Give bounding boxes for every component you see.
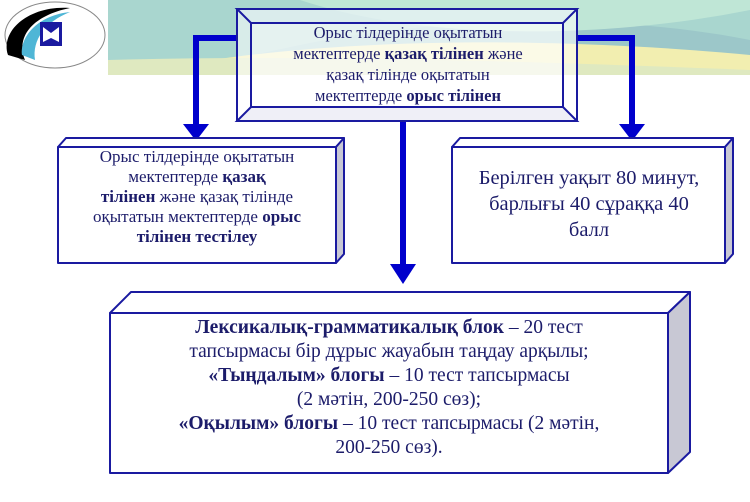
text-line: Орыс тілдерінде оқытатын <box>252 22 564 43</box>
text-line: барлығы 40 сұраққа 40 <box>454 191 724 217</box>
text-line: тілінен және қазақ тілінде <box>60 187 334 207</box>
arrowheads <box>183 124 645 284</box>
text-segment: мектептерде <box>128 167 223 186</box>
text-segment: (2 мәтін, 200-250 сөз); <box>296 389 482 410</box>
bold-segment: «Оқылым» блогы <box>178 413 339 434</box>
bold-segment: қазақ тілінен <box>384 44 484 63</box>
bold-segment: тілінен тестілеу <box>136 227 258 246</box>
text-line: Берілген уақыт 80 минут, <box>454 165 724 191</box>
text-line: (2 мәтін, 200-250 сөз); <box>112 388 666 412</box>
bold-segment: тілінен <box>100 187 156 206</box>
text-segment: Орыс тілдерінде оқытатын <box>99 147 295 166</box>
text-line: балл <box>454 217 724 243</box>
text-segment: және <box>483 44 523 63</box>
text-segment: Берілген уақыт 80 минут, <box>478 167 700 189</box>
text-line: тілінен тестілеу <box>60 227 334 247</box>
text-segment: – 10 тест тапсырмасы <box>384 365 570 386</box>
text-line: «Тыңдалым» блогы – 10 тест тапсырмасы <box>112 364 666 388</box>
text-line: Орыс тілдерінде оқытатын <box>60 147 334 167</box>
bold-segment: орыс <box>262 207 301 226</box>
right-box-frame <box>451 137 734 264</box>
text-segment: – 10 тест тапсырмасы (2 мәтін, <box>338 413 600 434</box>
text-segment: қазақ тілінде оқытатын <box>326 65 490 84</box>
text-segment: және қазақ тілінде <box>155 187 294 206</box>
bold-segment: қазақ <box>222 167 266 186</box>
text-segment: тапсырмасы бір дұрыс жауабын таңдау арқы… <box>189 341 589 362</box>
text-segment: балл <box>568 219 610 241</box>
text-segment: оқытатын мектептерде <box>92 207 263 226</box>
top-box-frame <box>234 8 580 122</box>
book-emblem-icon <box>4 1 106 69</box>
text-line: «Оқылым» блогы – 10 тест тапсырмасы (2 м… <box>112 412 666 436</box>
bold-segment: Лексикалық-грамматикалық блок <box>195 317 504 338</box>
bottom-box-frame <box>109 291 691 474</box>
bold-segment: «Тыңдалым» блогы <box>208 365 385 386</box>
text-segment: 200-250 сөз). <box>335 437 443 458</box>
text-line: қазақ тілінде оқытатын <box>252 64 564 85</box>
text-line: тапсырмасы бір дұрыс жауабын таңдау арқы… <box>112 340 666 364</box>
text-line: мектептерде орыс тілінен <box>252 85 564 106</box>
text-line: мектептерде қазақ <box>60 167 334 187</box>
text-line: 200-250 сөз). <box>112 436 666 460</box>
text-segment: мектептерде <box>293 44 385 63</box>
text-line: Лексикалық-грамматикалық блок – 20 тест <box>112 316 666 340</box>
text-segment: – 20 тест <box>504 317 583 338</box>
text-line: мектептерде қазақ тілінен және <box>252 43 564 64</box>
text-segment: Орыс тілдерінде оқытатын <box>313 23 503 42</box>
text-segment: барлығы 40 сұраққа 40 <box>489 193 689 215</box>
right-box-text: Берілген уақыт 80 минут, барлығы 40 сұрақ… <box>454 165 724 243</box>
text-segment: мектептерде <box>315 86 407 105</box>
connector-arrows <box>193 35 635 268</box>
left-box-frame <box>57 137 345 264</box>
text-line: оқытатын мектептерде орыс <box>60 207 334 227</box>
bold-segment: орыс тілінен <box>406 86 501 105</box>
